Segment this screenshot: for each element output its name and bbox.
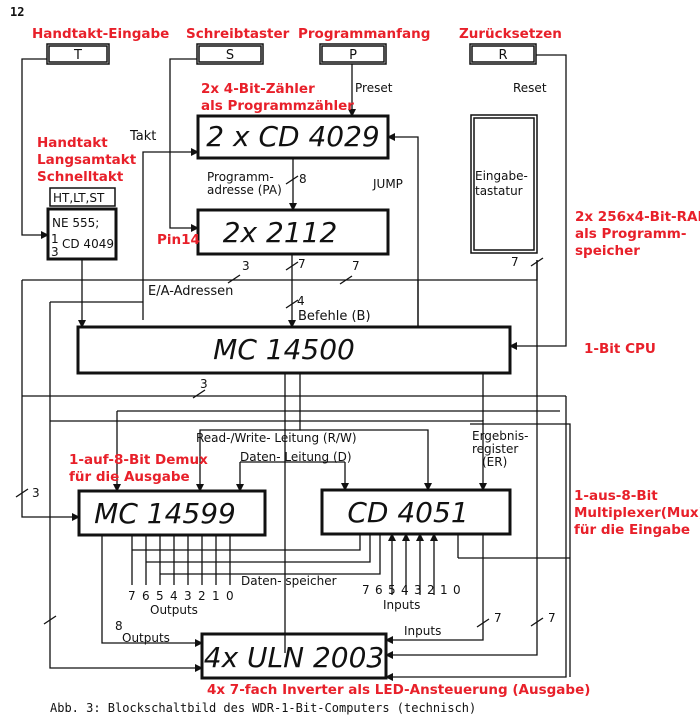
clock-pin-1: 1 xyxy=(51,232,59,246)
io-addresses-label: E/A-Adressen xyxy=(148,284,233,299)
annotation-mux-2: Multiplexer(Mux) xyxy=(574,505,700,521)
input-pin: 7 xyxy=(362,583,370,597)
outputs-label-bottom: Outputs xyxy=(122,631,170,645)
demux-block: MC 14599 xyxy=(77,489,267,537)
annotation-r: Zurücksetzen xyxy=(459,26,562,42)
input-pin: 3 xyxy=(414,583,422,597)
input-pin: 6 xyxy=(375,583,383,597)
annotation-clock-1: Handtakt xyxy=(37,135,108,151)
preset-label: Preset xyxy=(355,81,393,95)
reset-label: Reset xyxy=(513,81,547,95)
annotation-ram-2: als Programm- xyxy=(575,226,686,242)
annotation-p: Programmanfang xyxy=(298,26,430,42)
pa-width: 8 xyxy=(299,172,307,186)
io-width: 3 xyxy=(242,259,250,273)
ram-right-width: 7 xyxy=(352,259,360,273)
annotation-t: Handtakt-Eingabe xyxy=(32,26,169,42)
inputs-label-top: Inputs xyxy=(383,598,420,612)
clock-chip-line1: NE 555; xyxy=(52,216,99,230)
inputs-label-bottom: Inputs xyxy=(404,624,441,638)
clock-generator: HT,LT,ST NE 555; CD 4049 1 3 xyxy=(46,187,118,261)
button-r-label: R xyxy=(498,48,507,63)
page-number: 12 xyxy=(10,5,24,19)
output-pin: 7 xyxy=(128,589,136,603)
button-s: S xyxy=(196,43,264,65)
input-pin: 0 xyxy=(453,583,461,597)
annotation-ram-1: 2x 256x4-Bit-RAM xyxy=(575,209,700,225)
pa-label-1: Programm- xyxy=(207,170,274,184)
demux-label: MC 14599 xyxy=(94,497,236,530)
input-pin: 2 xyxy=(427,583,435,597)
counter-block: 2 x CD 4029 xyxy=(196,114,390,160)
result-register-2: register xyxy=(472,442,518,456)
annotation-driver: 4x 7-fach Inverter als LED-Ansteuerung (… xyxy=(207,682,590,698)
result-register-1: Ergebnis- xyxy=(472,429,528,443)
clock-mode-label: HT,LT,ST xyxy=(53,191,105,205)
commands-width: 4 xyxy=(297,294,305,308)
addr-bus-width: 3 xyxy=(200,377,208,391)
button-p-label: P xyxy=(349,48,357,63)
result-register-3: (ER) xyxy=(482,455,507,469)
annotation-cpu: 1-Bit CPU xyxy=(584,341,656,357)
annotation-clock-2: Langsamtakt xyxy=(37,152,137,168)
clock-chip-line2: CD 4049 xyxy=(62,237,114,251)
ram-label: 2x 2112 xyxy=(223,216,338,249)
button-p: P xyxy=(319,43,387,65)
demux-addr-width: 3 xyxy=(32,486,40,500)
inputs-width-b: 7 xyxy=(548,611,556,625)
wires xyxy=(15,54,571,681)
data-memory-label: Daten- speicher xyxy=(241,574,337,588)
data-line-label: Daten- Leitung (D) xyxy=(240,450,352,464)
button-r: R xyxy=(469,43,537,65)
keyboard-label-1: Eingabe- xyxy=(475,169,528,183)
mux-block: CD 4051 xyxy=(320,488,512,536)
cpu-block: MC 14500 xyxy=(76,325,512,375)
ram-out-width: 7 xyxy=(298,257,306,271)
output-pin-numbers: 7 6 5 4 3 2 1 0 xyxy=(128,589,234,603)
input-pin: 4 xyxy=(401,583,409,597)
annotation-clock-3: Schnelltakt xyxy=(37,169,124,185)
pa-label-2: adresse (PA) xyxy=(207,183,282,197)
button-t-label: T xyxy=(73,48,82,63)
output-pin: 5 xyxy=(156,589,164,603)
annotation-counter-2: als Programmzähler xyxy=(201,98,354,114)
outputs-label-top: Outputs xyxy=(150,603,198,617)
annotation-ram-3: speicher xyxy=(575,243,640,259)
output-pin: 1 xyxy=(212,589,220,603)
annotation-counter-1: 2x 4-Bit-Zähler xyxy=(201,81,315,97)
annotation-pin14: Pin14 xyxy=(157,232,200,248)
button-t: T xyxy=(46,43,110,65)
ram-block: 2x 2112 xyxy=(196,208,390,256)
annotation-mux-1: 1-aus-8-Bit xyxy=(574,488,658,504)
annotation-s: Schreibtaster xyxy=(186,26,290,42)
annotation-demux-2: für die Ausgabe xyxy=(69,469,190,485)
annotation-demux-1: 1-auf-8-Bit Demux xyxy=(69,452,208,468)
takt-label: Takt xyxy=(129,129,156,144)
input-pin-numbers: 7 6 5 4 3 2 1 0 xyxy=(362,583,461,597)
input-pin: 5 xyxy=(388,583,396,597)
output-pin: 4 xyxy=(170,589,178,603)
cpu-label: MC 14500 xyxy=(213,333,355,366)
mux-label: CD 4051 xyxy=(347,496,468,529)
jump-label: JUMP xyxy=(372,177,403,191)
clock-pin-3: 3 xyxy=(51,245,59,259)
inputs-width-a: 7 xyxy=(494,611,502,625)
input-pin: 1 xyxy=(440,583,448,597)
driver-label: 4x ULN 2003 xyxy=(204,641,384,674)
keyboard-label-2: tastatur xyxy=(475,184,523,198)
outputs-width: 8 xyxy=(115,619,123,633)
output-pin: 0 xyxy=(226,589,234,603)
output-pin: 3 xyxy=(184,589,192,603)
keyboard-block: Eingabe- tastatur xyxy=(470,114,538,254)
output-pin: 2 xyxy=(198,589,206,603)
read-write-label: Read-/Write- Leitung (R/W) xyxy=(196,431,357,445)
counter-label: 2 x CD 4029 xyxy=(206,120,379,153)
figure-caption: Abb. 3: Blockschaltbild des WDR-1-Bit-Co… xyxy=(50,701,476,715)
commands-label: Befehle (B) xyxy=(298,309,371,324)
output-pin: 6 xyxy=(142,589,150,603)
button-s-label: S xyxy=(226,48,234,63)
keyboard-width: 7 xyxy=(511,255,519,269)
driver-block: 4x ULN 2003 xyxy=(200,632,388,680)
annotation-mux-3: für die Eingabe xyxy=(574,522,690,538)
